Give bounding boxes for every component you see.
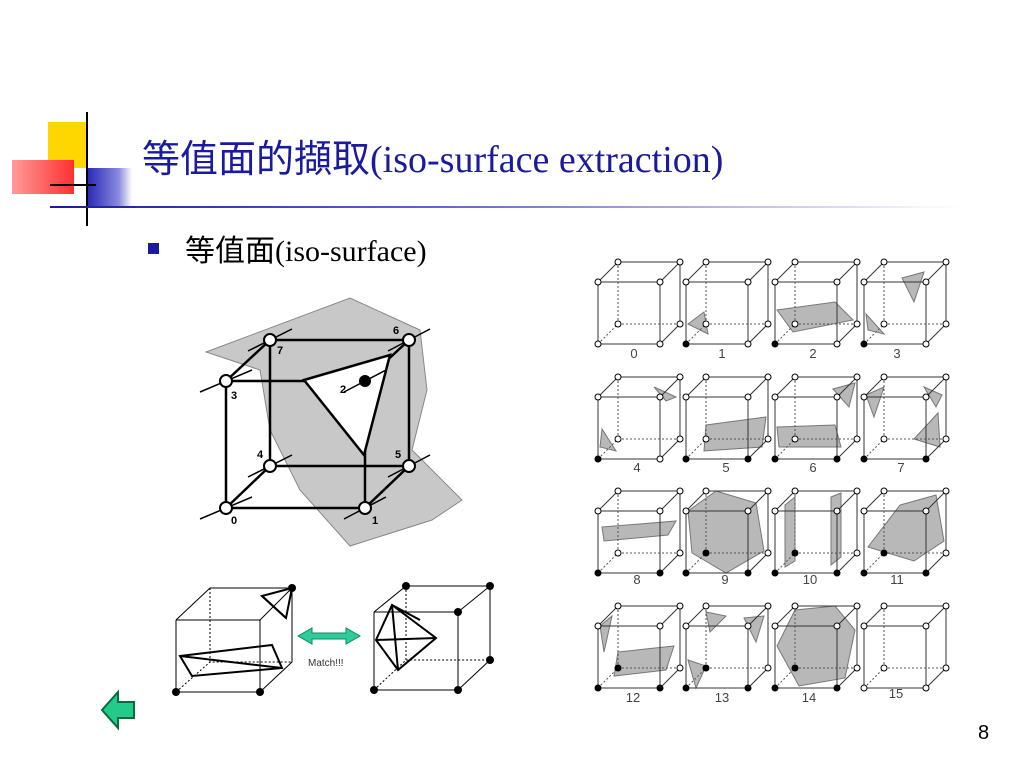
- main-cube-figure: 0 1 2 3 4 5 6 7: [199, 297, 463, 547]
- vertex-label-1: 1: [372, 515, 378, 527]
- case-cube-5: [682, 373, 772, 463]
- case-surface-14: [776, 605, 856, 687]
- case-cube-6: [771, 373, 861, 463]
- deco-vertical-line: [86, 112, 88, 226]
- case-label-13: 13: [715, 690, 729, 705]
- case-label-10: 10: [803, 572, 817, 587]
- deco-red-square: [12, 160, 74, 194]
- case-surface-3: [901, 271, 925, 304]
- case-surface-12: [613, 645, 675, 677]
- match-label: Match!!!: [308, 658, 344, 669]
- case-surface-13: [743, 615, 765, 644]
- case-cube-14: [771, 602, 861, 692]
- deco-horizontal-line: [50, 184, 96, 186]
- case-cube-7: [860, 373, 950, 463]
- case-label-11: 11: [890, 572, 904, 587]
- case-cube-8: [594, 487, 684, 577]
- case-label-6: 6: [809, 460, 816, 475]
- case-surface-7: [865, 386, 885, 419]
- case-cube-13: [682, 602, 772, 692]
- case-surface-6: [776, 424, 842, 448]
- case-cube-0: [594, 258, 684, 348]
- case-surface-4: [599, 427, 618, 452]
- case-cube-10: [771, 487, 861, 577]
- match-figure: Match!!!: [172, 582, 494, 696]
- case-label-14: 14: [802, 690, 816, 705]
- bullet-text: 等值面(iso-surface): [185, 235, 427, 268]
- case-surface-13: [705, 611, 728, 634]
- case-surface-2: [776, 301, 855, 333]
- case-label-1: 1: [718, 346, 725, 361]
- case-label-9: 9: [721, 572, 728, 587]
- case-cube-9: [682, 487, 772, 577]
- case-label-0: 0: [630, 346, 637, 361]
- case-surface-10: [830, 492, 842, 567]
- vertex-label-3: 3: [231, 390, 237, 402]
- case-surface-8: [601, 520, 677, 542]
- case-cube-12: [594, 602, 684, 692]
- title-underline: [50, 206, 960, 208]
- inside-vertex-marker: [359, 375, 371, 387]
- marching-cubes-cases: 0 1 2 3 4 5 6 7 8 9 10 11 12 13 14 15: [594, 258, 950, 705]
- case-label-15: 15: [889, 686, 903, 701]
- vertex-label-2: 2: [340, 384, 346, 396]
- vertex-label-4: 4: [257, 449, 264, 461]
- case-cube-11: [860, 487, 950, 577]
- case-label-4: 4: [633, 460, 640, 475]
- deco-blue-square: [88, 168, 132, 208]
- bullet-square-icon: [148, 243, 159, 254]
- case-surface-10: [784, 495, 796, 568]
- slide-title: 等值面的擷取(iso-surface extraction): [142, 139, 724, 181]
- vertex-label-5: 5: [395, 449, 401, 461]
- back-arrow-icon[interactable]: [100, 688, 140, 732]
- case-cube-3: [860, 258, 950, 348]
- case-surface-6: [832, 382, 856, 409]
- case-cube-1: [682, 258, 772, 348]
- vertex-label-0: 0: [231, 515, 237, 527]
- match-arrow-icon: [296, 627, 362, 645]
- case-surface-7: [913, 411, 941, 448]
- case-surface-9: [687, 490, 765, 574]
- case-label-2: 2: [809, 346, 816, 361]
- vertex-label-6: 6: [393, 325, 399, 337]
- case-surface-7: [922, 385, 943, 409]
- case-cube-2: [771, 258, 861, 348]
- vertex-label-7: 7: [277, 345, 283, 357]
- case-surface-12: [599, 614, 613, 653]
- case-surface-5: [703, 416, 767, 452]
- case-label-12: 12: [626, 690, 640, 705]
- case-cube-15: [860, 602, 950, 692]
- case-surface-13: [687, 659, 707, 690]
- case-label-8: 8: [633, 572, 640, 587]
- page-number: 8: [978, 722, 990, 744]
- case-cube-4: [594, 373, 684, 463]
- case-label-7: 7: [897, 460, 904, 475]
- case-label-3: 3: [893, 346, 900, 361]
- case-label-5: 5: [722, 460, 729, 475]
